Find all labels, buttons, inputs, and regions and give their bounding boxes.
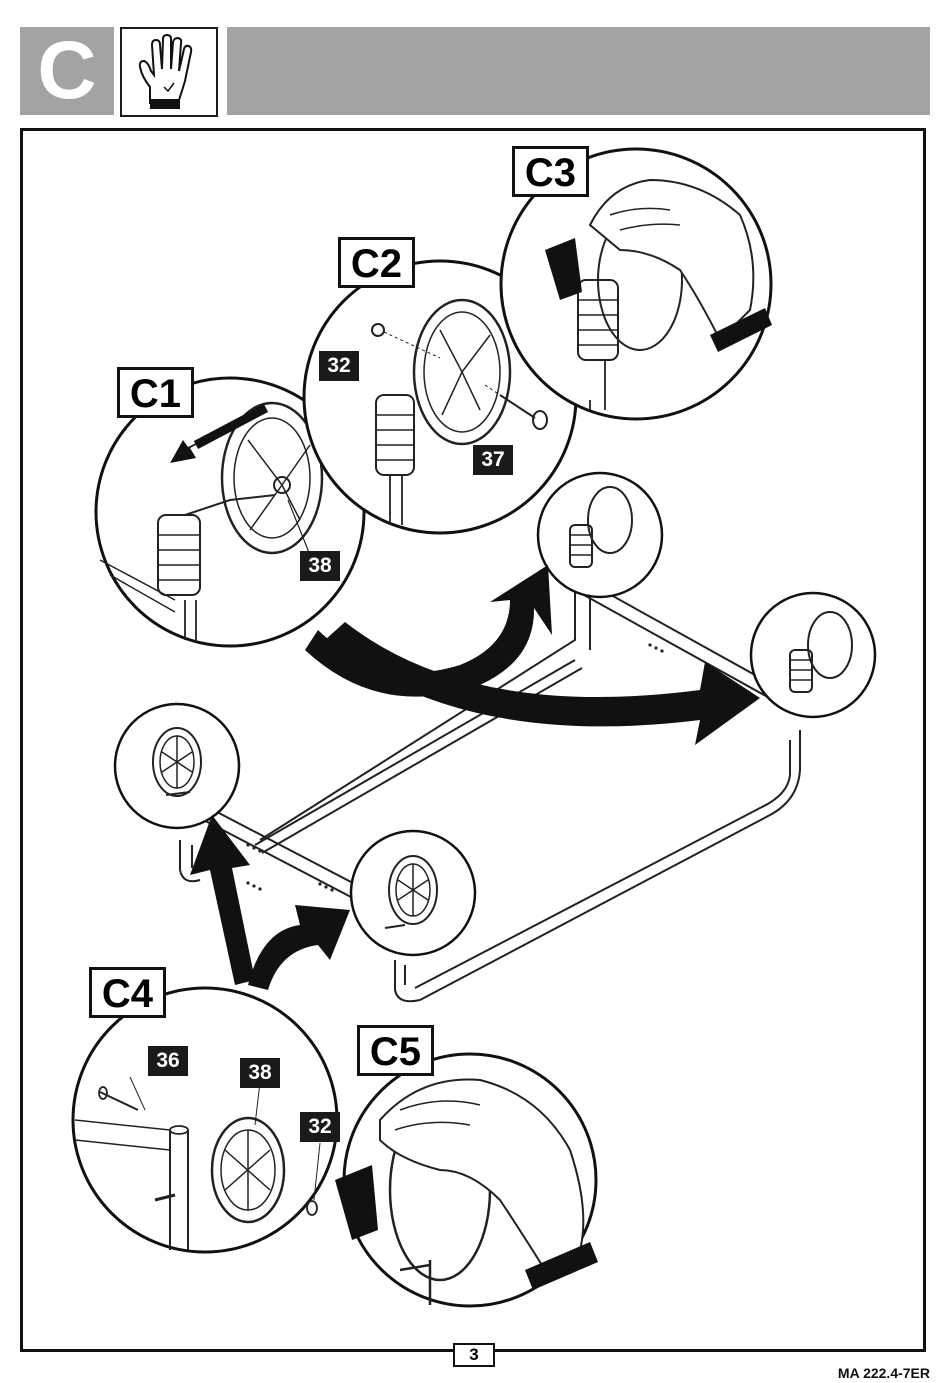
wheel-circle-front-right [351,831,475,955]
step-label-c3: C3 [512,146,589,197]
detail-circle-c5 [335,1054,598,1306]
part-tag-32: 32 [319,351,359,381]
part-tag-32: 32 [300,1112,340,1142]
step-label-c4: C4 [89,967,166,1018]
step-label-c1: C1 [117,367,194,418]
arrow-to-front-right [248,905,350,990]
part-tag-38: 38 [240,1058,280,1088]
wheel-circle-rear-left [538,473,662,597]
wheel-circle-rear-right [751,593,875,717]
page-number: 3 [453,1343,495,1367]
step-label-c2: C2 [338,237,415,288]
wheel-circle-front-left [115,704,239,828]
document-code: MA 222.4-7ER [838,1365,930,1381]
part-tag-36: 36 [148,1046,188,1076]
detail-circle-c4 [73,988,337,1252]
arrow-to-front-left [190,815,255,985]
part-tag-38: 38 [300,551,340,581]
part-tag-37: 37 [473,445,513,475]
step-label-c5: C5 [357,1025,434,1076]
